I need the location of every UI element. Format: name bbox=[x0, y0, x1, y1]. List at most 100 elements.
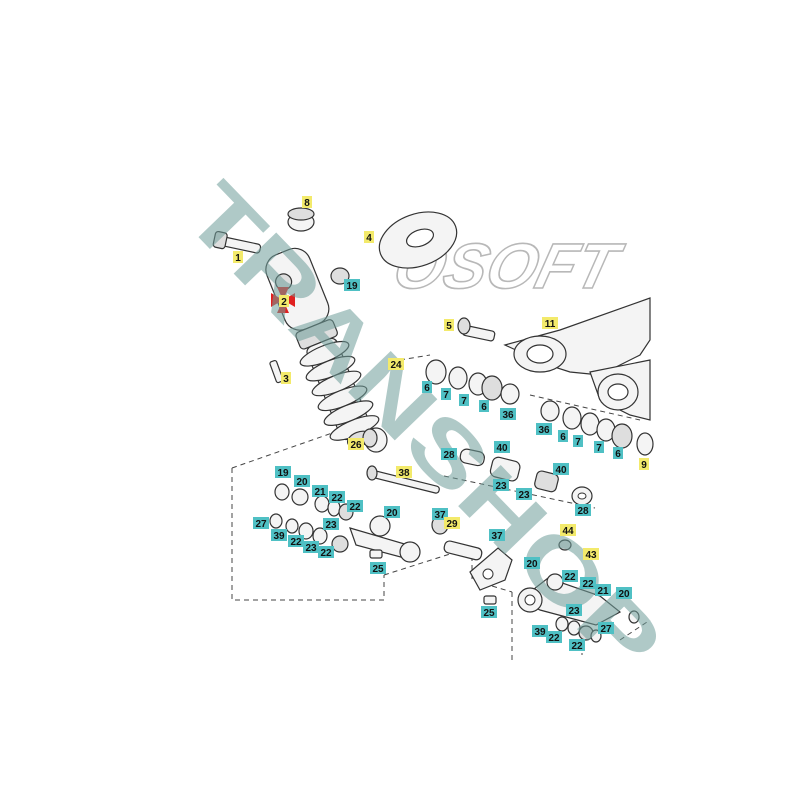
callout-label-23: 23 bbox=[493, 479, 509, 492]
callout-label-39: 39 bbox=[271, 529, 287, 542]
callout-tag bbox=[323, 518, 339, 530]
bearing-stack-left bbox=[425, 359, 520, 405]
callout-number: 3 bbox=[283, 374, 289, 385]
callout-tag bbox=[575, 504, 591, 516]
callout-number: 44 bbox=[562, 526, 574, 537]
callout-number: 22 bbox=[548, 633, 560, 644]
callout-tag bbox=[493, 479, 509, 491]
callout-tag bbox=[542, 317, 558, 329]
dog-bone-link-left bbox=[349, 515, 449, 563]
nut-part-44 bbox=[558, 539, 572, 551]
callout-tag bbox=[546, 631, 562, 643]
callout-tag bbox=[573, 435, 583, 447]
callout-tag bbox=[329, 491, 345, 503]
callout-tag bbox=[562, 570, 578, 582]
callout-tag bbox=[616, 587, 632, 599]
callout-label-9: 9 bbox=[639, 458, 649, 471]
callout-label-28: 28 bbox=[441, 448, 457, 461]
callout-number: 19 bbox=[277, 468, 289, 479]
callout-number: 20 bbox=[386, 508, 398, 519]
callout-tag bbox=[595, 584, 611, 596]
callout-label-20: 20 bbox=[384, 506, 400, 519]
callout-number: 6 bbox=[424, 383, 430, 394]
bushing-part-8 bbox=[287, 207, 315, 232]
callout-label-8: 8 bbox=[302, 196, 312, 209]
callout-tag bbox=[279, 295, 289, 307]
callout-number: 7 bbox=[596, 443, 602, 454]
callout-number: 37 bbox=[434, 510, 446, 521]
callout-tag bbox=[288, 535, 304, 547]
callout-number: 23 bbox=[495, 481, 507, 492]
callout-tag bbox=[347, 500, 363, 512]
callout-number: 40 bbox=[496, 443, 508, 454]
grease-fitting-part-25-right bbox=[483, 595, 497, 605]
callout-label-43: 43 bbox=[583, 548, 599, 561]
callout-tag bbox=[275, 466, 291, 478]
callout-number: 24 bbox=[390, 360, 402, 371]
callout-label-21: 21 bbox=[312, 485, 328, 498]
callout-label-6: 6 bbox=[558, 430, 568, 443]
callout-tag bbox=[233, 251, 243, 263]
callout-label-39: 39 bbox=[532, 625, 548, 638]
pin-part-28-upper bbox=[459, 448, 485, 467]
callout-tag bbox=[459, 394, 469, 406]
callout-label-7: 7 bbox=[441, 388, 451, 401]
callout-tag bbox=[441, 448, 457, 460]
callout-number: 37 bbox=[491, 531, 503, 542]
callout-label-23: 23 bbox=[566, 604, 582, 617]
callout-label-36: 36 bbox=[536, 423, 552, 436]
callout-number: 11 bbox=[545, 319, 556, 330]
callout-number: 23 bbox=[305, 543, 317, 554]
link-plate-part-37 bbox=[469, 547, 513, 591]
callout-label-22: 22 bbox=[580, 577, 596, 590]
callout-tag bbox=[444, 319, 454, 331]
callout-tag bbox=[302, 196, 312, 208]
callout-label-28: 28 bbox=[575, 504, 591, 517]
callout-label-21: 21 bbox=[595, 584, 611, 597]
callout-number: 1 bbox=[235, 253, 241, 264]
callout-tag bbox=[281, 372, 291, 384]
pin-part-29 bbox=[443, 540, 483, 561]
callout-tag bbox=[364, 231, 374, 243]
callout-number: 2 bbox=[281, 297, 287, 308]
callout-tag bbox=[444, 517, 460, 529]
callout-number: 22 bbox=[331, 493, 343, 504]
callout-label-23: 23 bbox=[323, 518, 339, 531]
screw-part-3 bbox=[269, 359, 284, 384]
callout-number: 5 bbox=[446, 321, 452, 332]
callout-number: 20 bbox=[526, 559, 538, 570]
linkage-part-43 bbox=[517, 573, 622, 626]
callout-label-27: 27 bbox=[598, 622, 614, 635]
callout-tag bbox=[441, 388, 451, 400]
callout-label-44: 44 bbox=[560, 524, 576, 537]
callout-label-40: 40 bbox=[494, 441, 510, 454]
callout-label-29: 29 bbox=[444, 517, 460, 530]
callout-number: 8 bbox=[304, 198, 310, 209]
callout-number: 21 bbox=[597, 586, 609, 597]
callout-tag bbox=[348, 438, 364, 450]
callout-tag bbox=[253, 517, 269, 529]
callout-label-24: 24 bbox=[388, 358, 404, 371]
callout-tag bbox=[594, 441, 604, 453]
callout-label-6: 6 bbox=[422, 381, 432, 394]
callout-label-40: 40 bbox=[553, 463, 569, 476]
callout-label-25: 25 bbox=[370, 562, 386, 575]
callout-label-6: 6 bbox=[479, 400, 489, 413]
callout-tag bbox=[639, 458, 649, 470]
callout-label-5: 5 bbox=[444, 319, 454, 332]
bolt-part-5 bbox=[457, 317, 496, 342]
callout-number: 6 bbox=[615, 449, 621, 460]
callout-tag bbox=[312, 485, 328, 497]
callout-label-36: 36 bbox=[500, 408, 516, 421]
callout-label-7: 7 bbox=[459, 394, 469, 407]
callout-number: 20 bbox=[296, 477, 308, 488]
callout-number: 39 bbox=[534, 627, 546, 638]
callout-number: 22 bbox=[290, 537, 302, 548]
callout-tag bbox=[524, 557, 540, 569]
callout-tag bbox=[553, 463, 569, 475]
callout-tag bbox=[481, 606, 497, 618]
callout-tag bbox=[494, 441, 510, 453]
callout-label-2: 2 bbox=[279, 295, 289, 308]
callout-tag bbox=[396, 466, 412, 478]
